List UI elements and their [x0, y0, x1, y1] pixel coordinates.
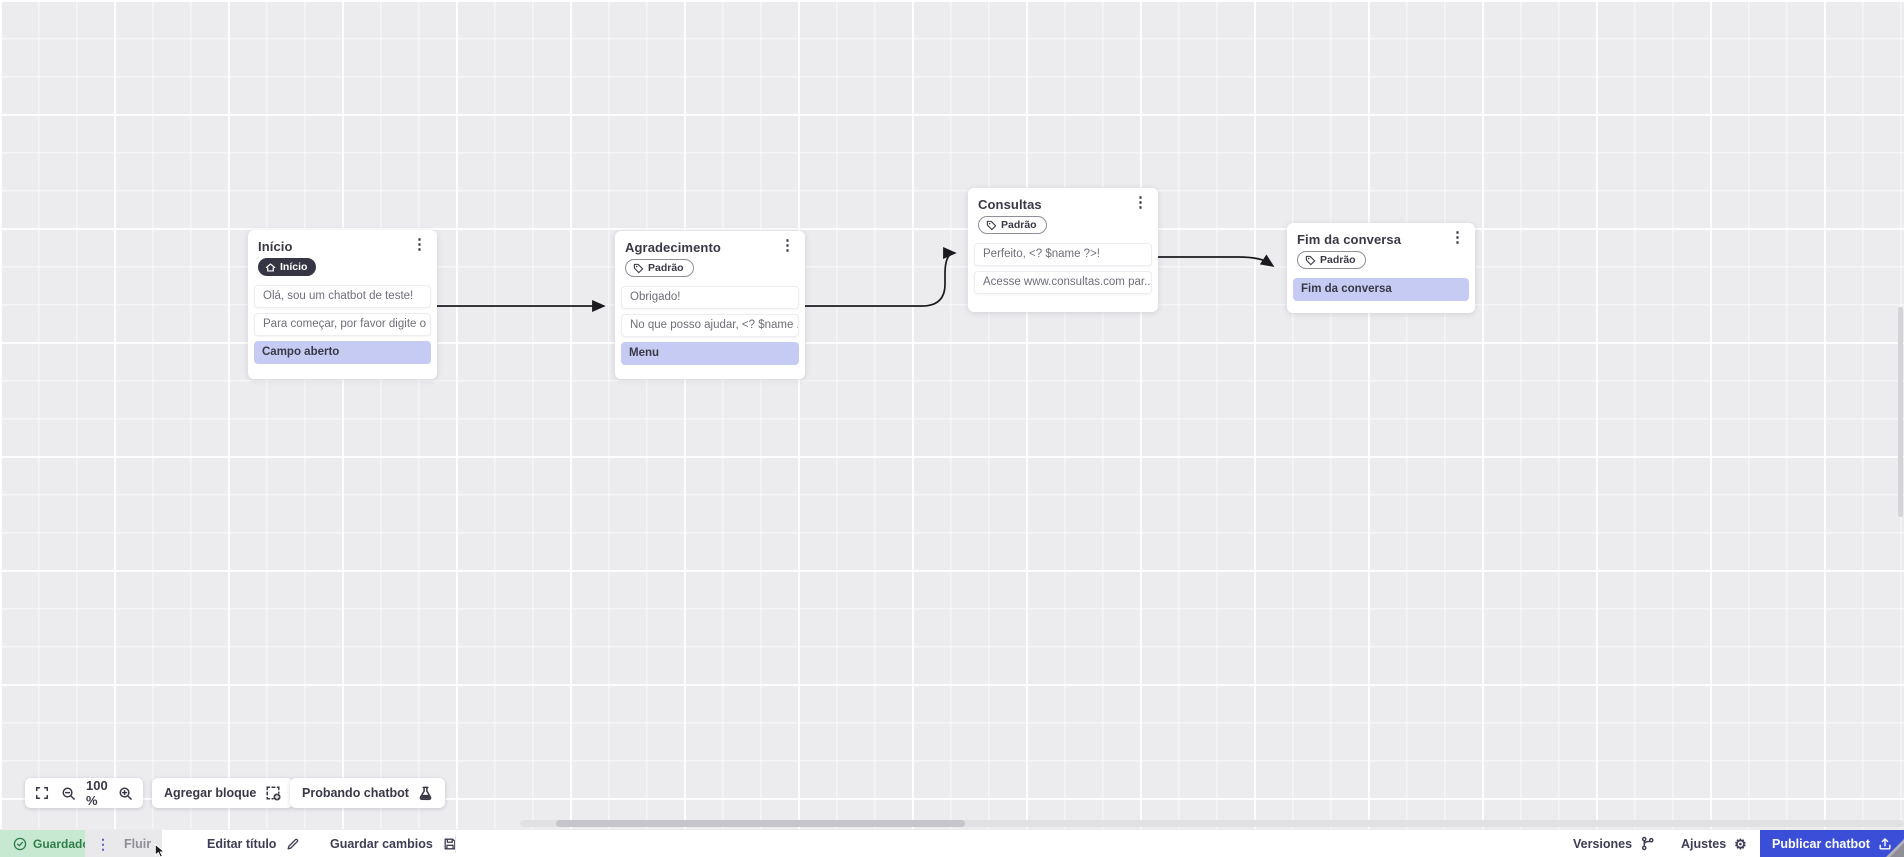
- node-menu-icon[interactable]: ⋮: [1450, 229, 1465, 246]
- padrao-badge: Padrão: [978, 216, 1047, 234]
- node-header: Agradecimento ⋮: [615, 237, 805, 255]
- settings-button[interactable]: Ajustes ⚙: [1681, 830, 1747, 857]
- tab-flow[interactable]: ⋮ Fluir: [85, 830, 162, 857]
- node-header: Fim da conversa ⋮: [1287, 229, 1475, 247]
- horizontal-scrollbar-thumb[interactable]: [556, 820, 965, 827]
- badge-label: Início: [280, 261, 308, 273]
- message-row[interactable]: Acesse www.consultas.com par...: [974, 270, 1152, 294]
- zoom-out-icon: [61, 786, 76, 801]
- statusbar-divider: [455, 835, 456, 853]
- node-fim-da-conversa[interactable]: Fim da conversa ⋮ Padrão Fim da conversa: [1287, 223, 1475, 313]
- edit-title-button[interactable]: Editar título: [207, 830, 300, 857]
- saved-status-badge: Guardado: [0, 830, 90, 857]
- home-icon: [265, 262, 276, 273]
- message-row[interactable]: Olá, sou um chatbot de teste!: [254, 284, 431, 308]
- versions-label: Versiones: [1573, 836, 1633, 851]
- message-row[interactable]: No que posso ajudar, <? $name ...: [621, 313, 799, 337]
- zoom-out-button[interactable]: [55, 778, 82, 808]
- edit-title-label: Editar título: [207, 836, 277, 851]
- node-title: Agradecimento: [625, 240, 721, 255]
- node-title: Início: [258, 239, 293, 254]
- tag-icon: [633, 263, 644, 274]
- node-menu-icon[interactable]: ⋮: [780, 237, 795, 254]
- node-inicio[interactable]: Início ⋮ Início Olá, sou um chatbot de t…: [248, 230, 437, 379]
- window-resize-grip[interactable]: [1886, 839, 1904, 857]
- zoom-in-icon: [118, 786, 133, 801]
- action-row-campo-aberto[interactable]: Campo aberto: [254, 340, 431, 364]
- tag-icon: [986, 220, 997, 231]
- action-row-menu[interactable]: Menu: [621, 341, 799, 365]
- node-menu-icon[interactable]: ⋮: [1133, 194, 1148, 211]
- message-row[interactable]: Obrigado!: [621, 285, 799, 309]
- save-changes-label: Guardar cambios: [330, 836, 433, 851]
- publish-label: Publicar chatbot: [1772, 836, 1870, 851]
- badge-label: Padrão: [648, 262, 684, 274]
- badge-label: Padrão: [1320, 254, 1356, 266]
- badge-row: Padrão: [968, 216, 1158, 236]
- fit-screen-icon: [35, 786, 49, 800]
- pencil-icon: [286, 837, 300, 851]
- test-chatbot-label: Probando chatbot: [302, 786, 409, 800]
- message-row[interactable]: Perfeito, <? $name ?>!: [974, 242, 1152, 266]
- fit-screen-button[interactable]: [29, 778, 55, 808]
- publish-chatbot-button[interactable]: Publicar chatbot: [1760, 830, 1904, 857]
- add-block-button[interactable]: Agregar bloque: [152, 778, 294, 808]
- tab-menu-icon[interactable]: ⋮: [96, 835, 110, 852]
- save-changes-button[interactable]: Guardar cambios: [330, 830, 457, 857]
- settings-label: Ajustes: [1681, 836, 1727, 851]
- node-header: Consultas ⋮: [968, 194, 1158, 212]
- padrao-badge: Padrão: [1297, 251, 1366, 269]
- flow-tab-label: Fluir: [124, 836, 152, 851]
- node-consultas[interactable]: Consultas ⋮ Padrão Perfeito, <? $name ?>…: [968, 188, 1158, 312]
- inicio-badge: Início: [258, 258, 317, 276]
- message-row[interactable]: Para começar, por favor digite o ...: [254, 312, 431, 336]
- branch-icon: [1640, 836, 1655, 851]
- badge-row: Padrão: [1287, 251, 1475, 271]
- check-circle-icon: [13, 837, 27, 851]
- node-menu-icon[interactable]: ⋮: [412, 236, 427, 253]
- node-title: Fim da conversa: [1297, 232, 1402, 247]
- padrao-badge: Padrão: [625, 259, 694, 277]
- badge-row: Início: [248, 258, 437, 278]
- versions-button[interactable]: Versiones: [1573, 830, 1655, 857]
- badge-row: Padrão: [615, 259, 805, 279]
- save-icon: [443, 837, 457, 851]
- flask-icon: [418, 786, 433, 801]
- node-title: Consultas: [978, 197, 1042, 212]
- node-header: Início ⋮: [248, 236, 437, 254]
- tag-icon: [1305, 255, 1316, 266]
- status-bar: Guardado ⋮ Fluir Editar título Guardar c…: [0, 829, 1904, 857]
- zoom-level: 100 %: [86, 778, 108, 808]
- gear-icon: ⚙: [1734, 835, 1747, 852]
- horizontal-scrollbar[interactable]: [520, 820, 1904, 827]
- badge-label: Padrão: [1001, 219, 1037, 231]
- node-agradecimento[interactable]: Agradecimento ⋮ Padrão Obrigado! No que …: [615, 231, 805, 379]
- saved-label: Guardado: [33, 836, 90, 851]
- zoom-in-button[interactable]: [112, 778, 139, 808]
- zoom-toolbar: 100 %: [25, 778, 143, 808]
- add-block-label: Agregar bloque: [164, 786, 257, 800]
- test-chatbot-button[interactable]: Probando chatbot: [290, 778, 445, 808]
- add-block-icon: [265, 785, 281, 801]
- action-row-fim[interactable]: Fim da conversa: [1293, 277, 1469, 301]
- vertical-scrollbar-thumb[interactable]: [1898, 307, 1903, 517]
